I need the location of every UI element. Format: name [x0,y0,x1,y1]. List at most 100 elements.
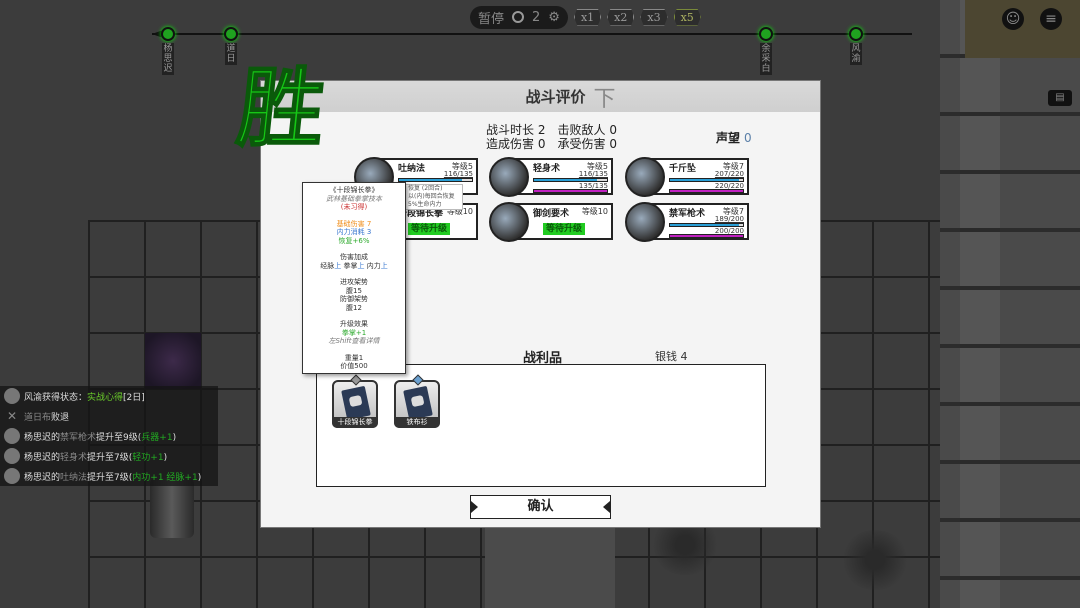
log-entry: ✕道日布败退 [0,406,218,426]
skill-exp-bar [669,178,744,182]
loot-item-name: 铁布衫 [394,417,440,428]
barrel [150,478,194,538]
log-text: 风渝获得状态：实战心得[2日] [24,392,145,403]
tooltip-status: (未习得) [340,203,368,211]
tooltip-defense-stance: 防御架势 [340,295,368,303]
book-icon[interactable]: ▤ [1048,90,1072,106]
defeated-stat: 击败敌人 0 [557,123,617,137]
dialog-header: 战斗评价 下 [261,81,820,112]
tooltip-attack-value: 腹15 [346,286,362,295]
team-icon[interactable]: ☺ [1002,8,1024,30]
log-text: 杨思迟的轻身术提升至7级(轻功+1) [24,452,168,463]
duration-stat: 战斗时长 2 [486,123,546,137]
speed-x3-button[interactable]: x3 [640,8,668,26]
avatar-icon [4,468,20,484]
tip-line: 5%生命内力 [408,201,442,208]
skill-portrait [489,157,529,197]
purple-map-tile[interactable] [145,333,201,389]
loot-item[interactable]: 铁布衫 [394,374,440,428]
tooltip-value: 价值500 [340,362,368,370]
tooltip-base-damage: 基础伤害 7 [336,219,372,228]
pause-label: 暂停 [478,11,505,27]
skill-name: 千斤坠 [669,164,697,174]
tooltip-upgrade-title: 升级效果 [340,320,368,328]
confirm-button[interactable]: 确认 [470,495,611,519]
skill-level: 等级5 [451,162,473,171]
speed-x5-button[interactable]: x5 [673,8,701,26]
silver-amount: 银钱 4 [655,350,688,363]
skill-name: 禁军枪术 [669,209,706,219]
skill-exp-bar [669,223,744,227]
log-entry: 杨思迟的吐纳法提升至7级(内功+1 经脉+1) [0,466,218,486]
skill-portrait [625,157,665,197]
tooltip-bonus-line: 经脉上 拳掌上 内力上 [320,261,388,270]
timeline-node[interactable] [759,27,773,41]
victory-text: 胜 [232,57,331,160]
tooltip-subtitle: 武林基础拳掌技本 [326,194,382,203]
tooltip-shift-hint: 左Shift查看详情 [328,337,380,345]
log-text: 杨思迟的禁军枪术提升至9级(兵器+1) [24,432,177,443]
timeline-node[interactable] [224,27,238,41]
hamburger-menu-icon[interactable]: ≡ [1040,8,1062,30]
skill-name: 吐纳法 [398,164,426,174]
tooltip-attack-stance: 进攻架势 [340,278,368,286]
log-text: 杨思迟的吐纳法提升至7级(内功+1 经脉+1) [24,472,202,483]
avatar-icon [4,448,20,464]
avatar-icon [4,388,20,404]
tip-line: 以(内)每回合恢复 [408,193,455,200]
tooltip-defense-value: 腹12 [346,303,362,312]
rarity-gem-icon [412,374,424,386]
pause-toggle[interactable]: 暂停 2 ⚙ [470,5,568,29]
upgrade-badge: 等待升级 [408,223,451,235]
loot-container: 十段锦长拳 铁布衫 [316,364,766,487]
tooltip-mp-cost: 内力消耗 3 [336,228,372,236]
skill-exp-bar [533,178,608,182]
loot-item[interactable]: 十段锦长拳 [332,374,378,428]
speed-x1-button[interactable]: x1 [573,8,602,26]
tooltip-recover: 恢复+6% [338,236,370,245]
timeline-node-label: 杨思迟 [162,43,174,75]
skill-exp-value: 207/220 [714,170,744,178]
skill-exp-value: 189/200 [714,215,744,223]
skill-level: 等级5 [586,162,608,171]
event-log: 风渝获得状态：实战心得[2日] ✕道日布败退杨思迟的禁军枪术提升至9级(兵器+1)… [0,386,218,486]
skill-level: 等级7 [722,162,744,171]
timeline-node[interactable] [161,27,175,41]
skill-exp-bar [398,178,473,182]
timeline-arrow-icon [152,29,166,39]
skill-portrait [489,202,529,242]
tooltip-weight: 重量1 [344,353,364,362]
damage-dealt-stat: 造成伤害 0 [486,137,546,151]
timeline-node-label: 道日 [225,43,237,65]
tip-line: 恢复 (2回合) [408,185,443,192]
skill-exp-value: 116/135 [578,170,608,178]
skill-level: 等级10 [581,207,608,216]
skill-portrait [625,202,665,242]
skill-exp-value: 116/135 [443,170,473,178]
skill-mastery-bar [533,189,608,193]
speed-x2-button[interactable]: x2 [607,8,635,26]
book-icon [341,385,371,421]
tooltip-title: 《十段锦长拳》 [329,186,379,194]
skill-mastery-value: 135/135 [578,182,608,190]
clock-icon [512,11,525,23]
settings-icon[interactable]: ⚙ [548,9,560,25]
book-icon [403,385,433,421]
defeat-icon: ✕ [6,409,18,423]
damage-taken-stat: 承受伤害 0 [557,137,617,151]
skill-name: 御剑要术 [533,209,570,219]
timeline-node[interactable] [849,27,863,41]
log-entry: 杨思迟的禁军枪术提升至9级(兵器+1) [0,426,218,446]
skill-mastery-bar [669,234,744,238]
loot-title: 战利品 [523,351,563,366]
skill-level: 等级10 [446,207,473,216]
loot-item-name: 十段锦长拳 [332,417,378,428]
skill-mastery-value: 200/200 [714,227,744,235]
top-right-banner [965,0,1080,58]
